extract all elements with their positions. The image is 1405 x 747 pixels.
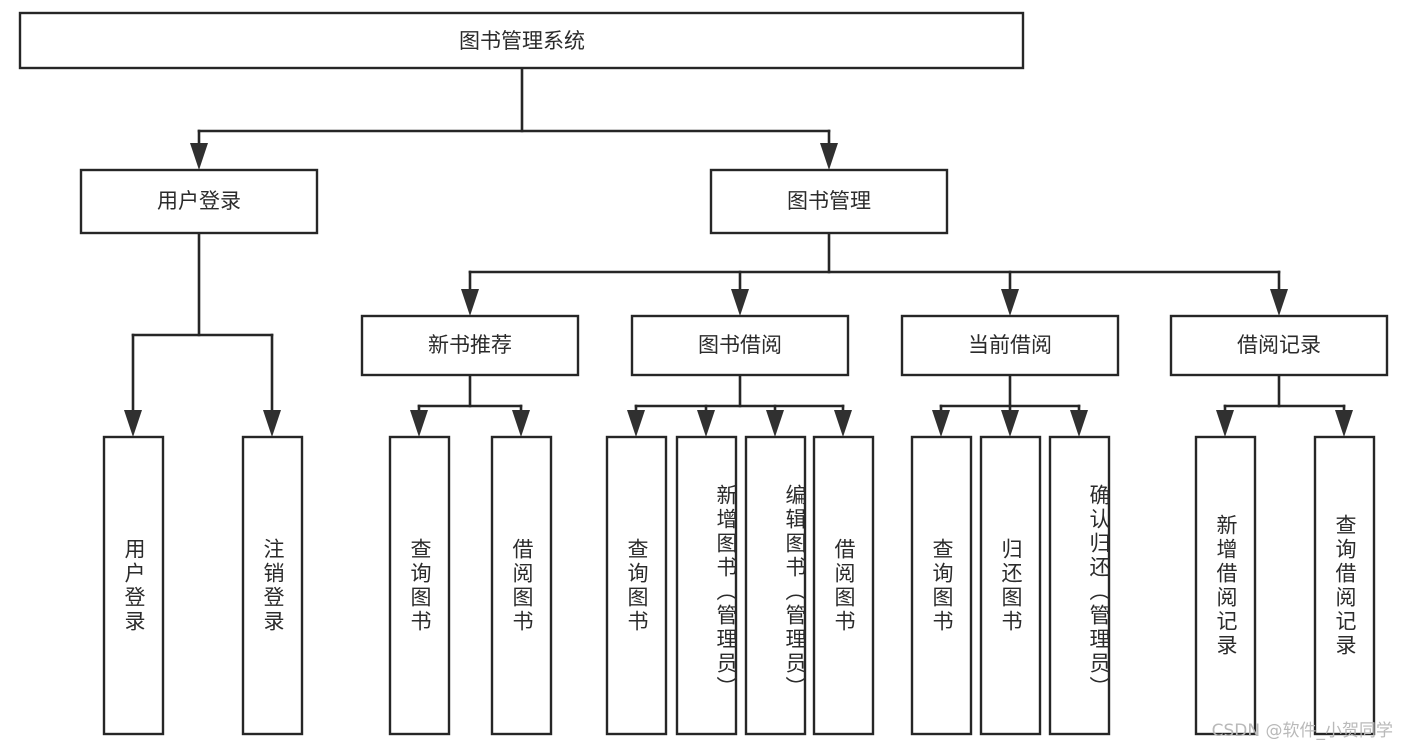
node-root-box[interactable] xyxy=(18,11,1025,70)
node-user-login-box[interactable] xyxy=(79,168,319,235)
node-leaf-user-login-box[interactable] xyxy=(102,435,165,736)
arrow-head-leaf-borrow-book-2 xyxy=(834,410,852,437)
arrow-head-leaf-borrow-book-1 xyxy=(512,410,530,437)
arrow-head-leaf-query-record xyxy=(1335,410,1353,437)
node-book-management-label: 图书管理 xyxy=(787,189,871,213)
node-leaf-query-record-label: 查询借阅记录 xyxy=(1333,513,1357,658)
arrow-head-leaf-return-book xyxy=(1001,410,1019,437)
node-leaf-user-logout-label: 注销登录 xyxy=(261,537,285,634)
node-leaf-confirm-return-box[interactable] xyxy=(1048,435,1111,736)
arrow-head-book-management xyxy=(820,143,838,170)
node-new-book-recommend-label: 新书推荐 xyxy=(428,333,512,357)
node-new-book-recommend[interactable]: 新书推荐 xyxy=(360,314,580,377)
node-root-label: 图书管理系统 xyxy=(459,29,585,53)
node-current-borrow-label: 当前借阅 xyxy=(968,333,1052,357)
arrow-head-leaf-add-record xyxy=(1216,410,1234,437)
node-root[interactable]: 图书管理系统 xyxy=(18,11,1025,70)
node-user-login[interactable]: 用户登录 xyxy=(79,168,319,235)
connector-group-book-borrow xyxy=(627,373,852,437)
node-leaf-query-record-box[interactable] xyxy=(1313,435,1376,736)
node-leaf-edit-book-label: 编辑图书（管理员） xyxy=(783,483,807,700)
connector-group-root xyxy=(190,66,838,170)
node-leaf-add-record-label: 新增借阅记录 xyxy=(1214,513,1238,658)
node-leaf-user-login-label: 用户登录 xyxy=(122,537,146,634)
arrow-head-leaf-query-book-1 xyxy=(410,410,428,437)
node-book-management[interactable]: 图书管理 xyxy=(709,168,949,235)
node-leaf-query-book-3-label: 查询图书 xyxy=(930,537,954,634)
node-current-borrow[interactable]: 当前借阅 xyxy=(900,314,1120,377)
connector-group-book-management xyxy=(461,231,1288,316)
arrow-head-leaf-add-book xyxy=(697,410,715,437)
arrow-head-leaf-query-book-2 xyxy=(627,410,645,437)
node-current-borrow-box[interactable] xyxy=(900,314,1120,377)
arrow-head-current-borrow xyxy=(1001,289,1019,316)
node-leaf-confirm-return-label: 确认归还（管理员） xyxy=(1087,483,1111,700)
node-leaf-add-record-box[interactable] xyxy=(1194,435,1257,736)
connector-group-borrow-record xyxy=(1216,373,1353,437)
node-leaf-add-book-label: 新增图书（管理员） xyxy=(714,483,738,700)
node-book-borrow-label: 图书借阅 xyxy=(698,333,782,357)
node-leaf-return-book-box[interactable] xyxy=(979,435,1042,736)
node-book-borrow-box[interactable] xyxy=(630,314,850,377)
connector-group-user-login xyxy=(124,231,281,437)
node-new-book-recommend-box[interactable] xyxy=(360,314,580,377)
arrow-head-leaf-edit-book xyxy=(766,410,784,437)
node-book-borrow[interactable]: 图书借阅 xyxy=(630,314,850,377)
arrow-head-book-borrow xyxy=(731,289,749,316)
node-borrow-record[interactable]: 借阅记录 xyxy=(1169,314,1389,377)
node-leaf-borrow-book-1-box[interactable] xyxy=(490,435,553,736)
arrow-head-leaf-confirm-return xyxy=(1070,410,1088,437)
node-borrow-record-label: 借阅记录 xyxy=(1237,333,1321,357)
node-leaf-borrow-book-2-label: 借阅图书 xyxy=(832,537,856,634)
arrow-head-user-login xyxy=(190,143,208,170)
connector-group-new-book-recommend xyxy=(410,373,530,437)
node-leaf-borrow-book-1-label: 借阅图书 xyxy=(510,537,534,634)
node-user-login-label: 用户登录 xyxy=(157,189,241,213)
node-leaf-query-book-2-box[interactable] xyxy=(605,435,668,736)
arrow-head-leaf-query-book-3 xyxy=(932,410,950,437)
node-leaf-borrow-book-2-box[interactable] xyxy=(812,435,875,736)
node-leaf-add-book-box[interactable] xyxy=(675,435,738,736)
node-leaf-query-book-1-box[interactable] xyxy=(388,435,451,736)
node-leaf-user-logout-box[interactable] xyxy=(241,435,304,736)
node-borrow-record-box[interactable] xyxy=(1169,314,1389,377)
arrow-head-new-book-recommend xyxy=(461,289,479,316)
arrow-head-leaf-user-login xyxy=(124,410,142,437)
node-leaf-query-book-2-label: 查询图书 xyxy=(625,537,649,634)
node-leaf-query-book-1-label: 查询图书 xyxy=(408,537,432,634)
connector-group-current-borrow xyxy=(932,373,1088,437)
node-leaf-edit-book-box[interactable] xyxy=(744,435,807,736)
node-book-management-box[interactable] xyxy=(709,168,949,235)
arrow-head-borrow-record xyxy=(1270,289,1288,316)
node-leaf-query-book-3-box[interactable] xyxy=(910,435,973,736)
node-leaf-return-book-label: 归还图书 xyxy=(999,537,1023,634)
arrow-head-leaf-user-logout xyxy=(263,410,281,437)
